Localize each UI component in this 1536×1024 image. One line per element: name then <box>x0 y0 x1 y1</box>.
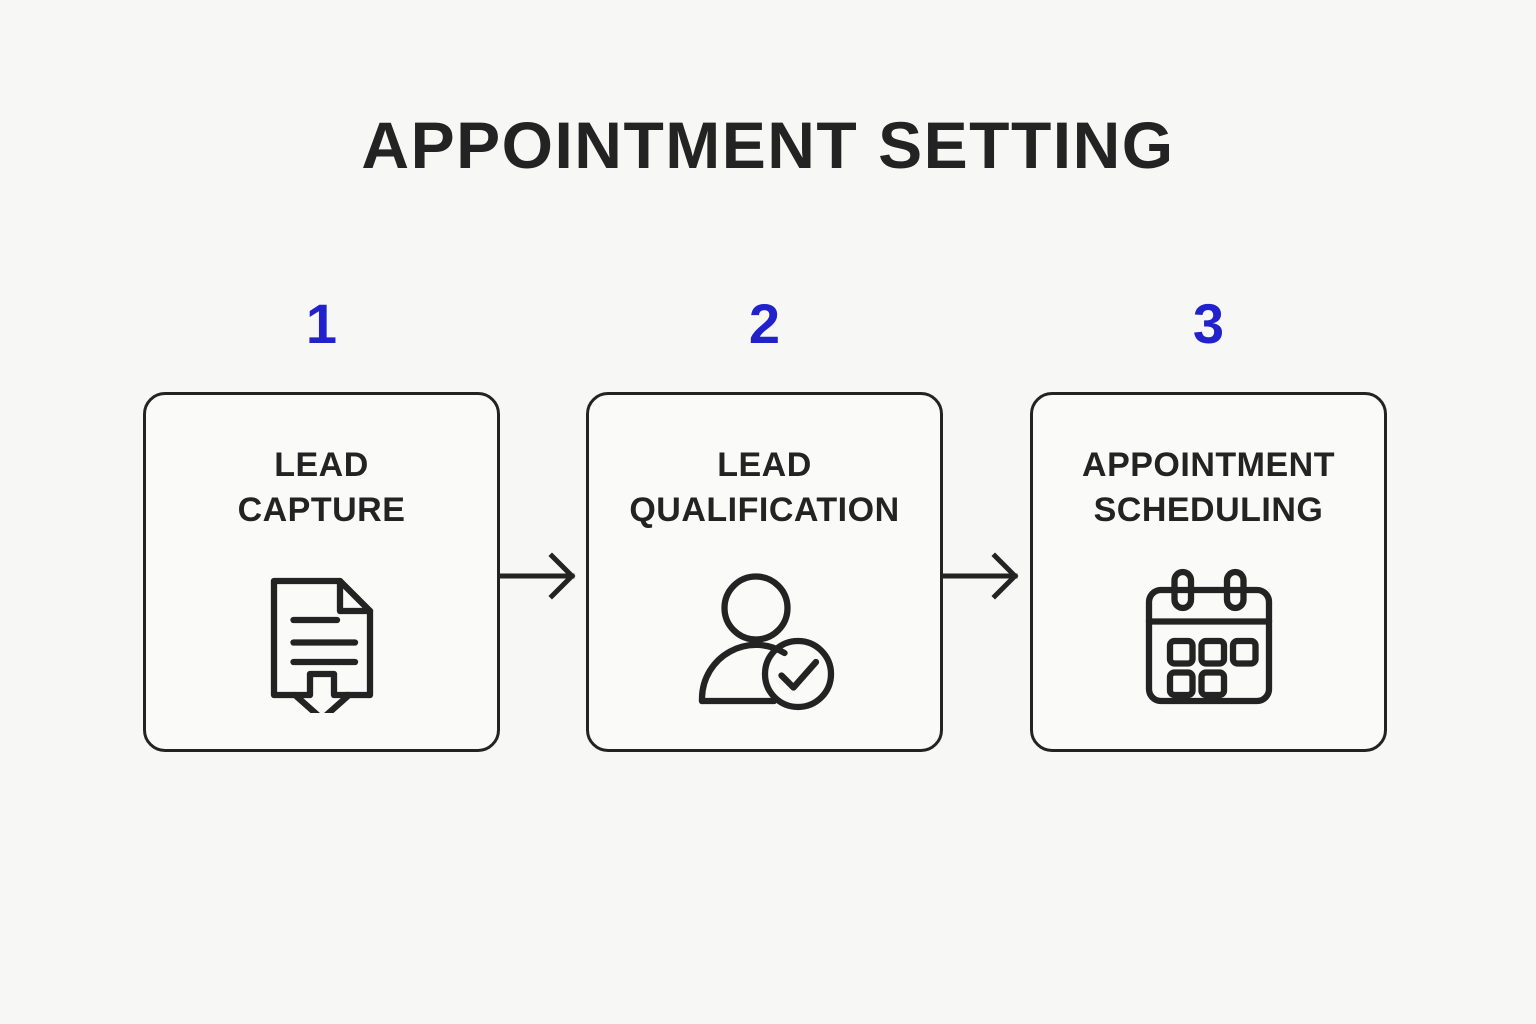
step-number-2: 2 <box>748 292 781 355</box>
arrow-right-icon-2 <box>943 551 1029 601</box>
flow-step-appointment-scheduling[interactable]: 3 APPOINTMENT SCHEDULING <box>1030 296 1387 756</box>
arrow-right-icon-1 <box>500 551 586 601</box>
document-download-icon <box>247 563 397 713</box>
step-number-3: 3 <box>1192 292 1225 355</box>
calendar-icon <box>1134 563 1284 713</box>
step-label-2: LEAD QUALIFICATION <box>629 446 900 530</box>
flow-step-lead-capture[interactable]: 1 LEAD CAPTURE <box>143 296 500 756</box>
process-flow: 1 LEAD CAPTURE <box>143 296 1387 756</box>
user-check-icon <box>690 563 840 713</box>
step-number-1: 1 <box>305 292 338 355</box>
flow-step-lead-qualification[interactable]: 2 LEAD QUALIFICATION <box>586 296 943 756</box>
step-card-3[interactable]: APPOINTMENT SCHEDULING <box>1030 392 1387 752</box>
step-card-1[interactable]: LEAD CAPTURE <box>143 392 500 752</box>
step-label-3: APPOINTMENT SCHEDULING <box>1082 446 1335 530</box>
step-label-1: LEAD CAPTURE <box>237 446 406 530</box>
step-card-2[interactable]: LEAD QUALIFICATION <box>586 392 943 752</box>
page-title: APPOINTMENT SETTING <box>361 108 1175 182</box>
